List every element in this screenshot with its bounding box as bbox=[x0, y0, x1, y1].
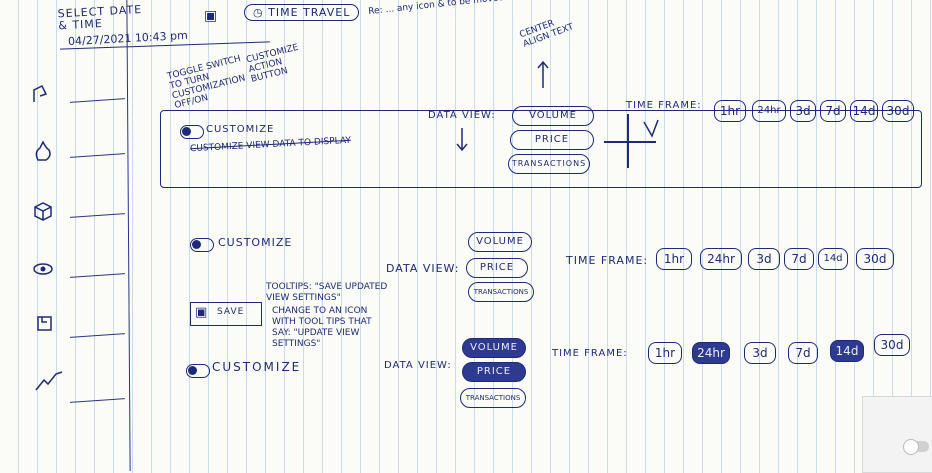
time-frame-label-v2: TIME FRAME: bbox=[566, 254, 649, 267]
save-label: SAVE bbox=[217, 307, 245, 317]
box-icon[interactable] bbox=[34, 312, 56, 334]
sidebar-divider bbox=[69, 398, 126, 404]
customize-label-v2: CUSTOMIZE bbox=[218, 236, 293, 249]
data-view-price-v2[interactable]: PRICE bbox=[466, 258, 528, 278]
removed-note: Re: ... any icon & to be moved bbox=[367, 0, 505, 18]
sidebar-divider bbox=[69, 333, 126, 339]
time-frame-3d-v3[interactable]: 3d bbox=[744, 342, 776, 364]
data-view-price-v3[interactable]: PRICE bbox=[462, 362, 526, 382]
sidebar-divider bbox=[69, 213, 126, 219]
time-frame-14d-v2[interactable]: 14d bbox=[818, 248, 848, 270]
sidebar-divider bbox=[69, 98, 126, 104]
time-frame-7d-v1[interactable]: 7d bbox=[820, 100, 846, 122]
down-arrow-icon bbox=[456, 128, 468, 152]
data-view-transactions-v3[interactable]: TRANSACTIONS bbox=[460, 388, 526, 408]
flame-icon[interactable] bbox=[32, 140, 54, 162]
data-view-transactions-v1[interactable]: TRANSACTIONS bbox=[508, 154, 590, 174]
time-frame-7d-v3[interactable]: 7d bbox=[788, 342, 818, 364]
trend-icon[interactable] bbox=[34, 370, 64, 392]
data-view-price-v1[interactable]: PRICE bbox=[510, 130, 594, 150]
time-frame-30d-v1[interactable]: 30d bbox=[882, 100, 914, 122]
data-view-transactions-v2[interactable]: TRANSACTIONS bbox=[468, 282, 534, 302]
time-travel-label: TIME TRAVEL bbox=[268, 6, 351, 19]
customize-toggle-v1[interactable] bbox=[180, 125, 204, 139]
cross-arrows-icon bbox=[604, 114, 659, 168]
time-frame-24hr-v2[interactable]: 24hr bbox=[700, 248, 742, 270]
toggle-switch[interactable] bbox=[903, 439, 929, 455]
customize-label-v1: CUSTOMIZE bbox=[206, 124, 275, 135]
time-frame-14d-v1[interactable]: 14d bbox=[850, 100, 878, 122]
customize-panel-v1 bbox=[160, 110, 922, 188]
center-note: CENTER ALIGN TEXT bbox=[518, 18, 576, 50]
data-view-volume-v1[interactable]: VOLUME bbox=[512, 106, 594, 126]
time-frame-label-v3: TIME FRAME: bbox=[552, 348, 628, 359]
sidebar-divider bbox=[69, 273, 126, 279]
time-frame-30d-v3[interactable]: 30d bbox=[874, 334, 910, 356]
clock-icon: ◷ bbox=[253, 6, 264, 19]
data-view-volume-v3[interactable]: VOLUME bbox=[462, 338, 526, 358]
data-view-label-v2: DATA VIEW: bbox=[386, 262, 460, 275]
cube-icon[interactable] bbox=[32, 200, 54, 222]
customize-toggle-v3[interactable] bbox=[186, 364, 210, 378]
corner-widget bbox=[862, 396, 932, 473]
time-frame-24hr-v1[interactable]: 24hr bbox=[752, 100, 786, 122]
margin-line bbox=[126, 0, 132, 472]
customize-toggle-v2[interactable] bbox=[190, 238, 214, 252]
time-frame-7d-v2[interactable]: 7d bbox=[784, 248, 814, 270]
customize-button-note: CUSTOMIZE ACTION BUTTON bbox=[245, 42, 300, 85]
icon-tooltip-note: CHANGE TO AN ICON WITH TOOL TIPS THAT SA… bbox=[272, 306, 372, 349]
data-view-volume-v2[interactable]: VOLUME bbox=[468, 232, 532, 252]
calendar-icon[interactable]: ▣ bbox=[204, 8, 218, 24]
time-frame-30d-v2[interactable]: 30d bbox=[856, 248, 894, 270]
time-frame-3d-v1[interactable]: 3d bbox=[790, 100, 816, 122]
select-datetime-label: SELECT DATE & TIME bbox=[57, 2, 143, 33]
save-button[interactable]: ▣ SAVE bbox=[190, 302, 262, 326]
toggle-note: TOGGLE SWITCH TO TURN CUSTOMIZATION OFF/… bbox=[166, 54, 247, 112]
floppy-disk-icon: ▣ bbox=[195, 305, 208, 320]
eye-icon[interactable] bbox=[32, 258, 54, 280]
time-frame-1hr-v1[interactable]: 1hr bbox=[714, 100, 746, 122]
tooltip-note: TOOLTIPS: "SAVE UPDATED VIEW SETTINGS" bbox=[266, 282, 388, 303]
time-frame-24hr-v3[interactable]: 24hr bbox=[692, 342, 730, 364]
time-frame-3d-v2[interactable]: 3d bbox=[748, 248, 780, 270]
time-frame-14d-v3[interactable]: 14d bbox=[830, 340, 864, 362]
time-frame-1hr-v2[interactable]: 1hr bbox=[656, 248, 692, 270]
time-frame-1hr-v3[interactable]: 1hr bbox=[648, 342, 682, 364]
up-arrow-icon bbox=[537, 60, 549, 88]
customize-label-v3: CUSTOMIZE bbox=[212, 360, 302, 374]
time-travel-button[interactable]: ◷ TIME TRAVEL bbox=[244, 4, 360, 21]
sidebar-divider bbox=[69, 153, 126, 159]
data-view-label-v3: DATA VIEW: bbox=[384, 360, 452, 371]
time-frame-label-v1: TIME FRAME: bbox=[626, 100, 702, 111]
data-view-label-v1: DATA VIEW: bbox=[428, 110, 496, 121]
arrow-icon[interactable] bbox=[30, 84, 52, 106]
